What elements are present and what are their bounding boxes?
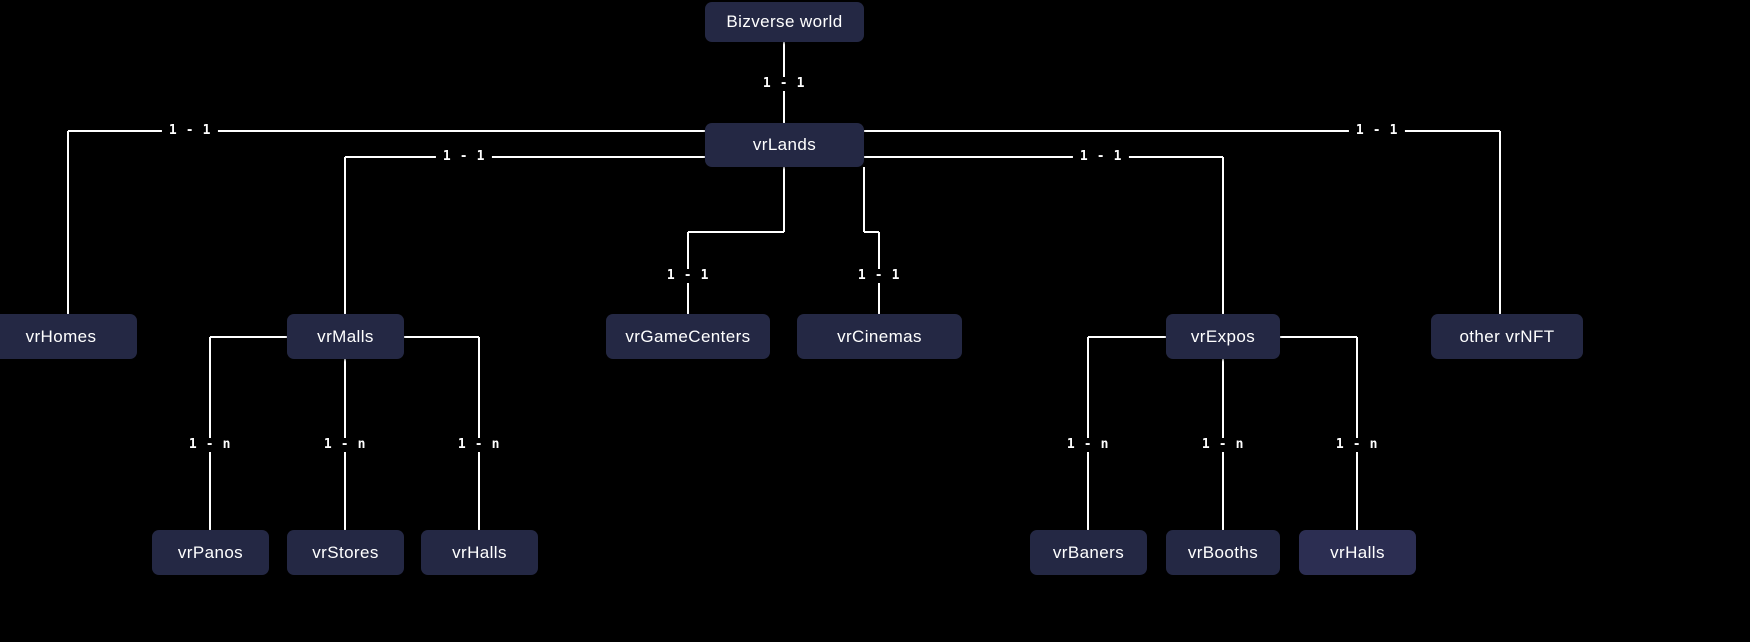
node-label: vrHomes <box>25 326 97 346</box>
edge-label-e-vrlands-vrexpos: 1 - 1 <box>1072 150 1130 164</box>
edge-label-e-vrexpos-vrbooths: 1 - n <box>1194 438 1252 452</box>
connector-path <box>864 130 1501 314</box>
connector-path <box>209 336 404 530</box>
edge-label-e-vrlands-vrcinemas: 1 - 1 <box>850 269 908 283</box>
node-label: Bizverse world <box>726 12 843 31</box>
node-vrbaners[interactable]: vrBaners <box>1030 530 1147 575</box>
node-label: vrLands <box>752 135 817 154</box>
connector-path <box>404 336 480 530</box>
edge-label-e-vrlands-vrhomes: 1 - 1 <box>161 124 219 138</box>
connector-path <box>864 156 1224 314</box>
node-vrhalls_r[interactable]: vrHalls <box>1299 530 1416 575</box>
node-label: vrExpos <box>1190 326 1256 346</box>
connector-path <box>67 130 705 314</box>
edge-label-e-vrlands-vrgame: 1 - 1 <box>659 269 717 283</box>
node-vrgame[interactable]: vrGameCenters <box>606 314 770 359</box>
edge-label-e-vrmalls-vrhalls: 1 - n <box>450 438 508 452</box>
edge-label-e-bizverse-vrlands: 1 - 1 <box>755 77 813 91</box>
node-vrpanos[interactable]: vrPanos <box>152 530 269 575</box>
connector-path <box>344 156 705 314</box>
connector-path <box>1280 336 1358 530</box>
node-bizverse[interactable]: Bizverse world <box>705 2 864 42</box>
edge-label-e-vrexpos-vrhalls: 1 - n <box>1328 438 1386 452</box>
node-label: vrHalls <box>452 542 507 562</box>
node-vrlands[interactable]: vrLands <box>705 123 864 167</box>
node-label: vrMalls <box>317 326 374 346</box>
node-label: other vrNFT <box>1459 326 1555 346</box>
node-vrhomes[interactable]: vrHomes <box>0 314 137 359</box>
node-label: vrHalls <box>1330 542 1385 562</box>
node-label: vrStores <box>312 542 379 562</box>
node-vrcinemas[interactable]: vrCinemas <box>797 314 962 359</box>
node-vrstores[interactable]: vrStores <box>287 530 404 575</box>
node-label: vrPanos <box>177 542 244 562</box>
node-vrbooths[interactable]: vrBooths <box>1166 530 1280 575</box>
node-label: vrBooths <box>1187 542 1259 562</box>
node-vrmalls[interactable]: vrMalls <box>287 314 404 359</box>
edge-label-e-vrlands-vrmalls: 1 - 1 <box>435 150 493 164</box>
node-vrhalls_l[interactable]: vrHalls <box>421 530 538 575</box>
edge-label-e-vrmalls-vrstores: 1 - n <box>316 438 374 452</box>
connector-path <box>863 167 880 314</box>
edge-label-e-vrlands-othervrnft: 1 - 1 <box>1348 124 1406 138</box>
node-othervrnft[interactable]: other vrNFT <box>1431 314 1583 359</box>
node-label: vrGameCenters <box>625 326 751 346</box>
connector-path <box>1087 336 1280 530</box>
node-label: vrBaners <box>1052 542 1125 562</box>
edge-label-e-vrmalls-vrpanos: 1 - n <box>181 438 239 452</box>
edge-label-e-vrexpos-vrbaners: 1 - n <box>1059 438 1117 452</box>
node-label: vrCinemas <box>837 326 922 346</box>
connector-path <box>687 167 785 314</box>
node-vrexpos[interactable]: vrExpos <box>1166 314 1280 359</box>
